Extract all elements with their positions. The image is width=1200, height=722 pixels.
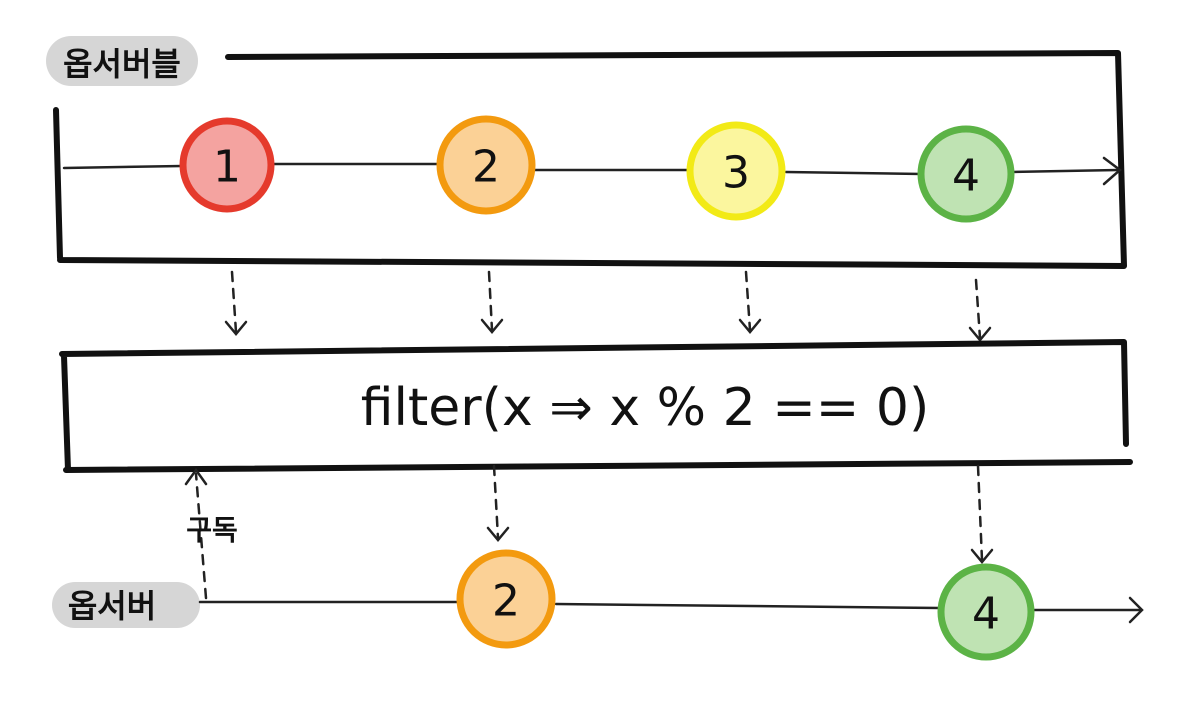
output-marble-4: 4 [937,563,1035,661]
emit-arrows [224,270,992,342]
svg-text:4: 4 [972,589,1000,640]
svg-text:2: 2 [472,142,500,193]
observable-label-pill [46,36,198,86]
filter-box [59,339,1133,473]
input-marble-4: 4 [917,125,1015,223]
observable-timeline-arrowhead [1102,156,1122,186]
observer-label: 옵서버 [68,587,156,625]
output-marble-2: 2 [456,549,556,649]
pass-arrows [486,464,994,564]
observable-timeline [62,162,1120,176]
filter-operator-text: filter(x ⇒ x % 2 == 0) [361,378,930,438]
subscribe-label: 구독 [186,514,238,547]
input-marble-2: 2 [436,115,536,215]
subscribe-arrow [194,472,208,600]
observable-box [53,50,1127,269]
svg-text:1: 1 [213,142,241,193]
observer-label-pill [52,582,200,628]
observer-timeline-arrowhead [1128,596,1144,624]
observer-timeline [198,600,1142,612]
svg-text:4: 4 [952,151,980,202]
svg-text:3: 3 [722,148,750,199]
svg-text:2: 2 [492,576,520,627]
observable-label: 옵서버블 [63,45,181,83]
input-marble-3: 3 [686,121,786,221]
input-marble-1: 1 [179,117,275,213]
